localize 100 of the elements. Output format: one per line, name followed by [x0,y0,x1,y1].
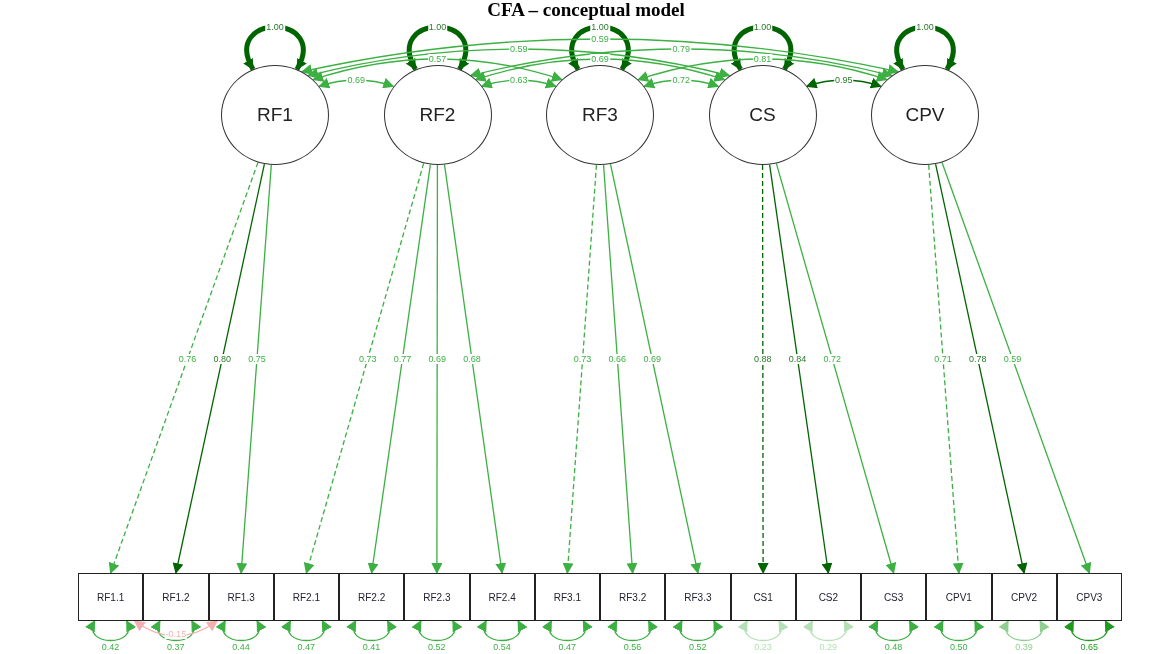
edge-label: 0.52 [688,642,708,652]
variance-loop [244,24,306,71]
edge-label: 0.59 [1002,354,1023,364]
edge-label: 0.68 [462,354,482,364]
edge-label: 0.54 [492,642,512,652]
edge-label: 1.00 [265,22,285,32]
edge-label: 0.66 [607,354,628,364]
edge-label: 0.80 [212,354,232,364]
loading-arrow [562,164,598,575]
residual-variance-loop [999,619,1049,642]
edge-label: 0.76 [177,354,198,364]
variable-name: CS [749,104,776,126]
residual-variance-loop [1064,619,1114,642]
indicator-box [78,573,144,621]
edge-label: 0.75 [247,354,267,364]
edge-label: 0.44 [231,642,251,652]
latent-variable-circle [546,65,654,165]
edge-label: 0.95 [834,75,854,85]
edge-label: 0.88 [753,354,773,364]
indicator-box [469,573,535,621]
residual-variance-loop [477,619,527,642]
loading-arrow [609,163,702,575]
residual-variance-loop [412,619,462,642]
variable-name: RF3.2 [619,591,647,603]
edge-label: 0.71 [933,354,953,364]
indicator-box [991,573,1057,621]
edge-label: 1.00 [915,22,935,32]
covariance-arc [637,58,888,82]
loading-arrow [303,162,425,575]
edge-label: 0.47 [296,642,317,652]
indicator-box [861,573,927,621]
residual-variance-loop [216,619,266,642]
indicator-box [730,573,796,621]
variance-loop [569,24,631,71]
indicator-box [665,573,731,621]
edge-label: 0.65 [1079,642,1100,652]
indicator-box [534,573,600,621]
edge-label: 0.23 [753,642,773,652]
edge-label: 0.63 [509,75,529,85]
variable-name: RF2 [419,104,456,126]
variable-name: RF1.3 [227,591,255,603]
edge-label: 0.47 [557,642,578,652]
edge-label: 0.77 [392,354,413,364]
loading-arrow [367,163,431,575]
variable-name: CS2 [818,591,839,603]
residual-variance-loop [869,619,919,642]
edge-label: 0.69 [346,75,366,85]
edge-label: 0.57 [427,54,448,64]
edge-label: 0.79 [671,44,691,54]
indicator-box [404,573,470,621]
edge-label: 1.00 [590,22,610,32]
variable-name: RF2.2 [358,591,386,603]
variable-name: RF2.3 [423,591,451,603]
variable-name: CPV1 [945,591,972,603]
edge-label: 0.41 [361,642,382,652]
loading-arrow [775,162,897,575]
edge-label: 0.48 [883,642,904,652]
edge-label: 0.69 [590,54,610,64]
covariance-arc [480,78,557,89]
edge-label: 0.78 [968,354,988,364]
variable-name: RF2.1 [292,591,320,603]
loading-arrow [934,163,1028,575]
chart-title: CFA – conceptual model [486,0,686,20]
variable-name: RF3.1 [553,591,581,603]
edge-label: 0.59 [509,44,529,54]
variable-name: CS3 [883,591,904,603]
variable-name: RF1 [257,104,293,126]
edge-label: 0.52 [427,642,447,652]
variable-name: CPV3 [1076,591,1103,603]
variable-name: RF1.2 [162,591,190,603]
variance-loop [731,24,794,71]
edge-label: 0.50 [949,642,969,652]
edge-label: 0.69 [427,354,447,364]
indicator-box [795,573,861,621]
edge-label: 0.73 [357,354,378,364]
edge-label: 0.72 [822,354,843,364]
variance-loop [894,24,956,71]
variable-name: RF3 [582,104,618,126]
covariance-arc [300,38,900,76]
edge-label: 0.72 [671,75,691,85]
residual-variance-loop [281,619,331,642]
variable-name: RF1.1 [97,591,125,603]
loading-arrow [941,161,1092,575]
residual-variance-loop [673,619,723,642]
variable-name: RF3.3 [684,591,712,603]
loading-arrow [769,163,833,575]
residual-variance-loop [608,619,658,642]
variance-loop [406,24,469,71]
residual-variance-loop [151,619,201,642]
variable-name: CPV [905,104,945,126]
residual-variance-loop [86,619,136,642]
loading-arrow [602,164,638,575]
indicator-box [208,573,274,621]
edge-label: 1.00 [427,22,448,32]
covariance-arc [312,58,563,82]
residual-variance-loop [347,619,397,642]
edge-label: 0.37 [166,642,186,652]
indicator-box [339,573,405,621]
loading-arrow [431,164,443,575]
covariance-arc [307,48,731,79]
